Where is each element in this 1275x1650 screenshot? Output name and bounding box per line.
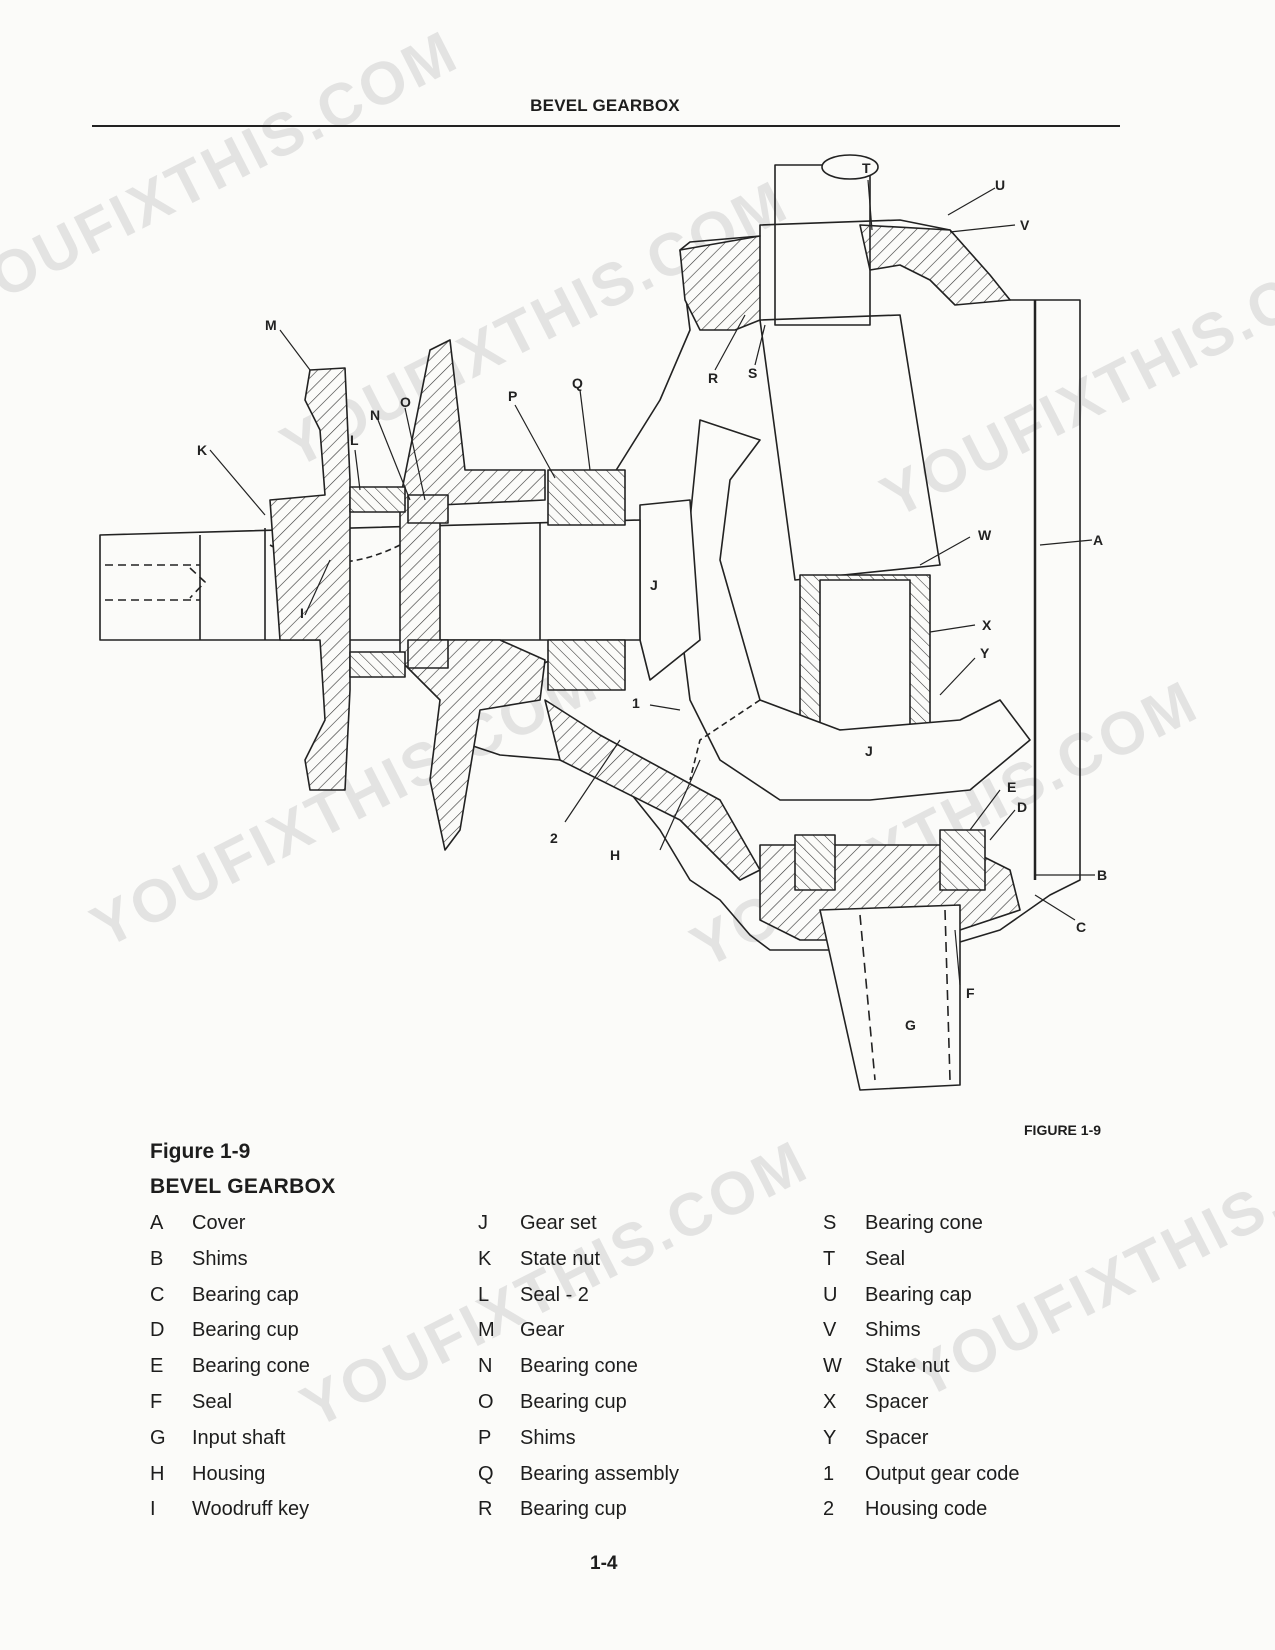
callout-1: 1 (632, 695, 640, 711)
bearing-n (407, 494, 449, 524)
callout-h: H (610, 847, 620, 863)
output-shaft-top (774, 164, 871, 326)
upper-hub (679, 235, 761, 331)
callout-l: L (350, 432, 359, 448)
figure-tag: FIGURE 1-9 (1024, 1122, 1102, 1138)
page-number: 1-4 (590, 1553, 618, 1574)
callout-o: O (400, 394, 411, 410)
callout-t: T (862, 160, 871, 176)
bevel-gearbox-diagram: A B C D E F G H I J J K L M N O P Q R S … (99, 154, 1107, 1091)
callout-y: Y (980, 645, 990, 661)
gear-m (269, 367, 351, 791)
callout-j-pinion: J (650, 577, 658, 593)
bearing-q-lower (547, 639, 626, 691)
callout-d: D (1017, 799, 1027, 815)
callout-n: N (370, 407, 380, 423)
left-hub (399, 339, 546, 851)
callout-c: C (1076, 919, 1086, 935)
callout-b: B (1097, 867, 1107, 883)
caption-title: BEVEL GEARBOX (150, 1175, 336, 1198)
callout-v: V (1020, 217, 1030, 233)
callout-a: A (1093, 532, 1103, 548)
callout-x: X (982, 617, 992, 633)
callout-w: W (978, 527, 992, 543)
callout-e: E (1007, 779, 1016, 795)
callout-f: F (966, 985, 975, 1001)
bearing-q (547, 469, 626, 526)
callout-q: Q (572, 375, 583, 391)
output-shaft-body (759, 314, 941, 581)
callout-i: I (300, 605, 304, 621)
callout-j-gear: J (865, 743, 873, 759)
header-rule (92, 125, 1120, 127)
callout-s: S (748, 365, 757, 381)
callout-r: R (708, 370, 718, 386)
input-shaft-g (819, 904, 961, 1091)
input-shaft (99, 519, 641, 641)
callout-u: U (995, 177, 1005, 193)
callout-2: 2 (550, 830, 558, 846)
callout-m: M (265, 317, 277, 333)
callout-k: K (197, 442, 207, 458)
callout-g: G (905, 1017, 916, 1033)
seal-l (349, 486, 406, 513)
bearing-d-e (939, 829, 986, 891)
housing-web (544, 699, 761, 881)
page-header: BEVEL GEARBOX (530, 96, 680, 115)
upper-cap (859, 224, 1011, 306)
bevel-gear-j (679, 419, 1031, 801)
callout-p: P (508, 388, 517, 404)
caption-number: Figure 1-9 (150, 1140, 251, 1163)
watermark: YOUFIXTHIS.COM (900, 1097, 1275, 1411)
